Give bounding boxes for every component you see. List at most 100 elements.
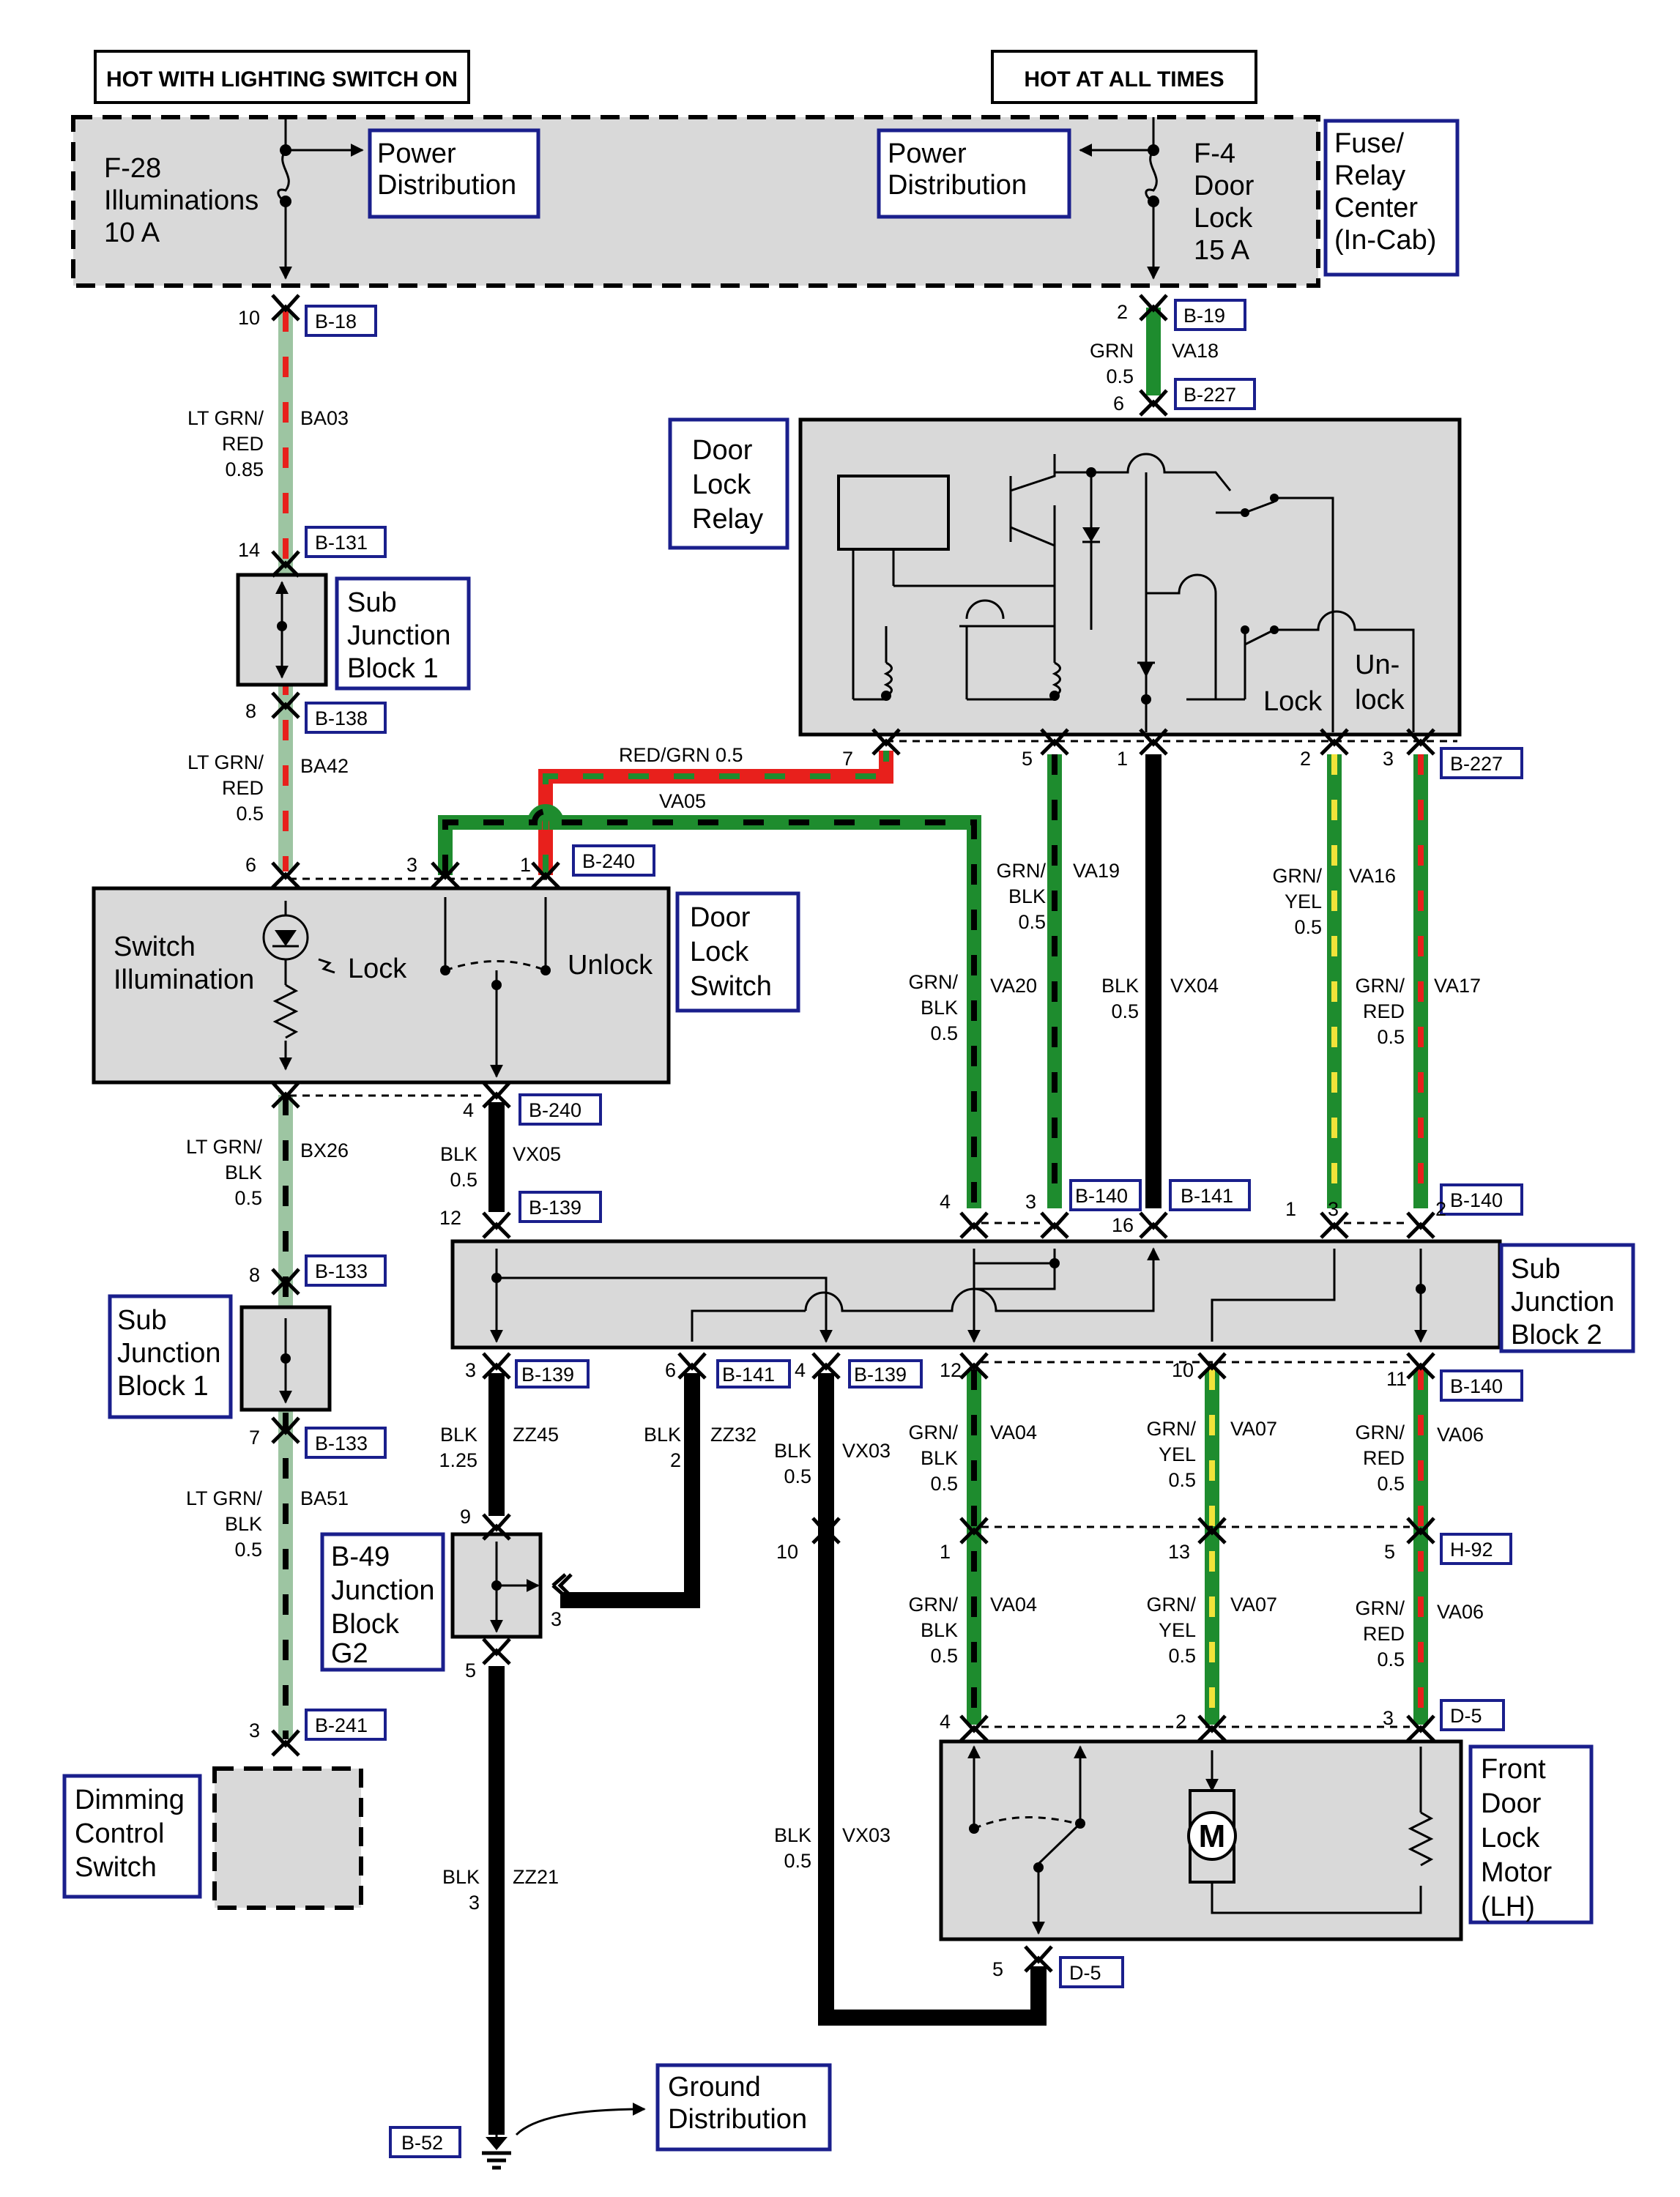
svg-text:5: 5	[992, 1958, 1003, 1980]
svg-text:VX04: VX04	[1170, 975, 1219, 997]
svg-text:B-140: B-140	[1450, 1375, 1503, 1397]
fuse-right-icon	[1145, 149, 1158, 203]
svg-text:B-141: B-141	[1181, 1185, 1233, 1207]
svg-text:4: 4	[795, 1359, 806, 1381]
svg-text:5: 5	[1022, 748, 1033, 770]
svg-text:B-133: B-133	[315, 1260, 368, 1282]
svg-text:13: 13	[1168, 1541, 1190, 1563]
svg-text:3: 3	[406, 854, 417, 876]
svg-text:RED/GRN 0.5: RED/GRN 0.5	[619, 744, 743, 766]
svg-text:3: 3	[1383, 748, 1394, 770]
svg-text:B-18: B-18	[315, 311, 357, 332]
svg-text:1: 1	[520, 854, 531, 876]
svg-text:B-141: B-141	[722, 1364, 775, 1386]
header-right: HOT AT ALL TIMES	[1024, 67, 1224, 92]
door-lock-relay-label: Door Lock Relay	[692, 435, 763, 535]
svg-text:B-227: B-227	[1450, 753, 1503, 775]
svg-text:4: 4	[940, 1711, 951, 1733]
door-lock-relay-box	[798, 417, 1462, 737]
svg-text:6: 6	[245, 854, 256, 876]
switch-internals	[262, 897, 551, 1078]
svg-text:2: 2	[1435, 1198, 1446, 1220]
svg-text:14: 14	[238, 539, 260, 561]
svg-text:VA18: VA18	[1172, 340, 1219, 362]
svg-text:VX03: VX03	[842, 1440, 891, 1462]
svg-text:B-240: B-240	[529, 1099, 581, 1121]
svg-text:VA16: VA16	[1349, 865, 1396, 887]
svg-text:7: 7	[842, 748, 853, 770]
sjb1-bottom-label: Sub Junction Block 1	[117, 1305, 228, 1402]
svg-text:BA51: BA51	[300, 1487, 349, 1509]
door-lock-switch-box	[92, 886, 671, 1085]
sjb2-box	[450, 1239, 1502, 1350]
svg-text:VA06: VA06	[1437, 1424, 1484, 1446]
svg-text:3: 3	[1328, 1198, 1339, 1220]
power-distribution-right: Power Distribution	[888, 138, 1027, 201]
svg-text:BX26: BX26	[300, 1140, 349, 1161]
ground-icon	[482, 2103, 646, 2170]
svg-text:3: 3	[1025, 1191, 1036, 1213]
sjb2-internals	[490, 1247, 1427, 1343]
svg-text:3: 3	[249, 1720, 260, 1741]
svg-text:1: 1	[1117, 748, 1128, 770]
svg-text:2: 2	[1300, 748, 1311, 770]
svg-text:B-140: B-140	[1450, 1189, 1503, 1211]
svg-text:5: 5	[1384, 1541, 1395, 1563]
svg-text:B-140: B-140	[1075, 1185, 1128, 1207]
sjb1-top-label: Sub Junction Block 1	[347, 587, 458, 684]
svg-text:VX05: VX05	[513, 1143, 561, 1165]
fuse-left-icon	[277, 149, 290, 203]
svg-text:B-241: B-241	[315, 1714, 368, 1736]
sjb2-label: Sub Junction Block 2	[1511, 1254, 1622, 1350]
svg-text:B-240: B-240	[582, 850, 635, 872]
svg-text:VA04: VA04	[990, 1594, 1037, 1616]
svg-text:VA07: VA07	[1230, 1418, 1277, 1440]
switch-lock-label: Lock	[348, 953, 407, 984]
svg-text:9: 9	[460, 1506, 471, 1528]
svg-text:3: 3	[465, 1359, 476, 1381]
svg-text:1: 1	[1285, 1198, 1296, 1220]
svg-text:ZZ32: ZZ32	[710, 1424, 757, 1446]
svg-text:BA42: BA42	[300, 755, 349, 777]
relay-lock-label: Lock	[1263, 686, 1323, 717]
svg-text:VA06: VA06	[1437, 1601, 1484, 1623]
svg-text:6: 6	[665, 1359, 676, 1381]
svg-text:VA04: VA04	[990, 1421, 1037, 1443]
fuse-right-label: F-4 Door Lock 15 A	[1194, 138, 1262, 266]
svg-text:ZZ21: ZZ21	[513, 1866, 559, 1888]
svg-text:3: 3	[551, 1608, 562, 1630]
svg-text:10: 10	[1172, 1359, 1194, 1381]
svg-text:12: 12	[439, 1207, 461, 1229]
fuse-center-name: Fuse/ Relay Center (In-Cab)	[1334, 128, 1436, 256]
svg-text:B-138: B-138	[315, 707, 368, 729]
svg-text:VA05: VA05	[659, 790, 706, 812]
svg-text:B-19: B-19	[1183, 305, 1225, 327]
svg-text:7: 7	[249, 1427, 260, 1449]
dimming-switch-label: Dimming Control Switch	[75, 1785, 192, 1883]
switch-unlock-label: Unlock	[568, 950, 653, 981]
svg-text:6: 6	[1113, 393, 1124, 415]
motor-internals	[967, 1745, 1434, 1935]
motor-symbol: M	[1199, 1818, 1226, 1854]
svg-text:B-133: B-133	[315, 1432, 368, 1454]
svg-text:VA17: VA17	[1434, 975, 1481, 997]
svg-text:VA07: VA07	[1230, 1594, 1277, 1616]
svg-text:D-5: D-5	[1069, 1962, 1101, 1984]
connector-id-boxes: B-18 B-131 B-138 B-19 B-227 B-227 B-240 …	[305, 299, 1523, 2158]
motor-label: Front Door Lock Motor (LH)	[1481, 1754, 1560, 1922]
